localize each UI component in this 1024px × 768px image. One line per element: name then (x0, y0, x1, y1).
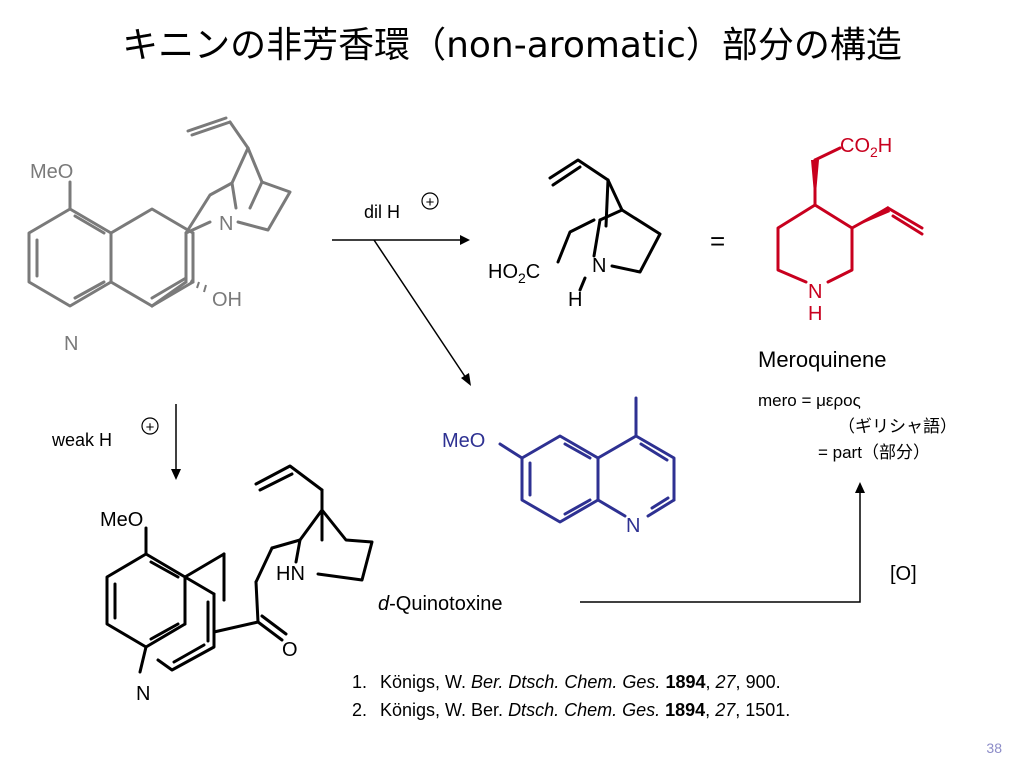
meroquinene-n-label: N (808, 281, 822, 303)
quinotoxine-ring-n-label: N (136, 683, 150, 705)
oxidation-label: [O] (890, 563, 917, 585)
references: 1.Königs, W. Ber. Dtsch. Chem. Ges. 1894… (352, 668, 992, 724)
equals-sign: = (710, 226, 725, 256)
intermediate-acid-label: HO2C (488, 261, 540, 286)
oxidation-arrow (580, 482, 865, 603)
intermediate-h-label: H (568, 289, 582, 311)
arrow-top-charge-circle (421, 192, 439, 210)
reaction-arrow-top (332, 235, 471, 386)
quinine-quinuclidine-n-label: N (219, 213, 233, 235)
quinotoxine-meo-label: MeO (100, 509, 143, 531)
slide-title: キニンの非芳香環（non-aromatic）部分の構造 (122, 25, 902, 66)
quinotoxine-hn-label: HN (276, 563, 305, 585)
intermediate-structure (548, 158, 662, 292)
arrow-left-charge: + (146, 419, 155, 436)
meroquinene-name: Meroquinene (758, 347, 886, 372)
meroquinene-wedge-acid (811, 160, 819, 205)
quinine-structure (27, 116, 292, 308)
quinotoxine-name: d-Quinotoxine (378, 593, 503, 615)
arrow-top-label: dil H (364, 202, 400, 222)
quinoline-fragment-structure (498, 396, 676, 524)
quinotoxine-structure (105, 464, 374, 674)
slide-number: 38 (986, 740, 1002, 756)
quinine-oh-label: OH (212, 289, 242, 311)
mero-definition: mero = μερος （ギリシャ語） = part（部分） (758, 388, 998, 466)
quinoline-fragment-n-label: N (626, 515, 640, 537)
mero-definition-line2: （ギリシャ語） (838, 417, 957, 436)
meroquinene-co2h-label: CO2H (840, 135, 892, 160)
mero-definition-line1: mero = μερος (758, 391, 861, 410)
meroquinene-wedge-vinyl (852, 206, 890, 228)
quinine-oh-hash (189, 279, 207, 293)
meroquinene-structure (776, 146, 924, 284)
reference-item: 1.Königs, W. Ber. Dtsch. Chem. Ges. 1894… (352, 672, 781, 692)
reaction-arrow-left (171, 404, 181, 480)
meroquinene-h-label: H (808, 303, 822, 325)
quinotoxine-o-label: O (282, 639, 298, 661)
arrow-top-charge: + (426, 194, 435, 211)
reference-item: 2.Königs, W. Ber. Dtsch. Chem. Ges. 1894… (352, 700, 791, 720)
quinine-meo-label: MeO (30, 161, 73, 183)
intermediate-n-label: N (592, 255, 606, 277)
mero-definition-line3: = part（部分） (818, 443, 930, 462)
arrow-left-label: weak H (51, 430, 112, 450)
quinine-ring-n-label: N (64, 333, 78, 355)
arrow-left-charge-circle (141, 417, 159, 435)
quinoline-fragment-meo-label: MeO (442, 430, 485, 452)
